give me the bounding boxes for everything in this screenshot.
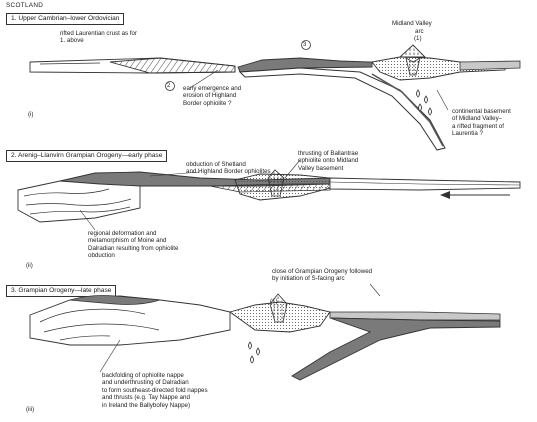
arrow-left-icon (440, 191, 510, 199)
panel-1-section (30, 41, 520, 151)
magma-droplet-icon (249, 342, 260, 363)
panel-3-section (30, 284, 500, 380)
panel-2-section (18, 160, 520, 230)
